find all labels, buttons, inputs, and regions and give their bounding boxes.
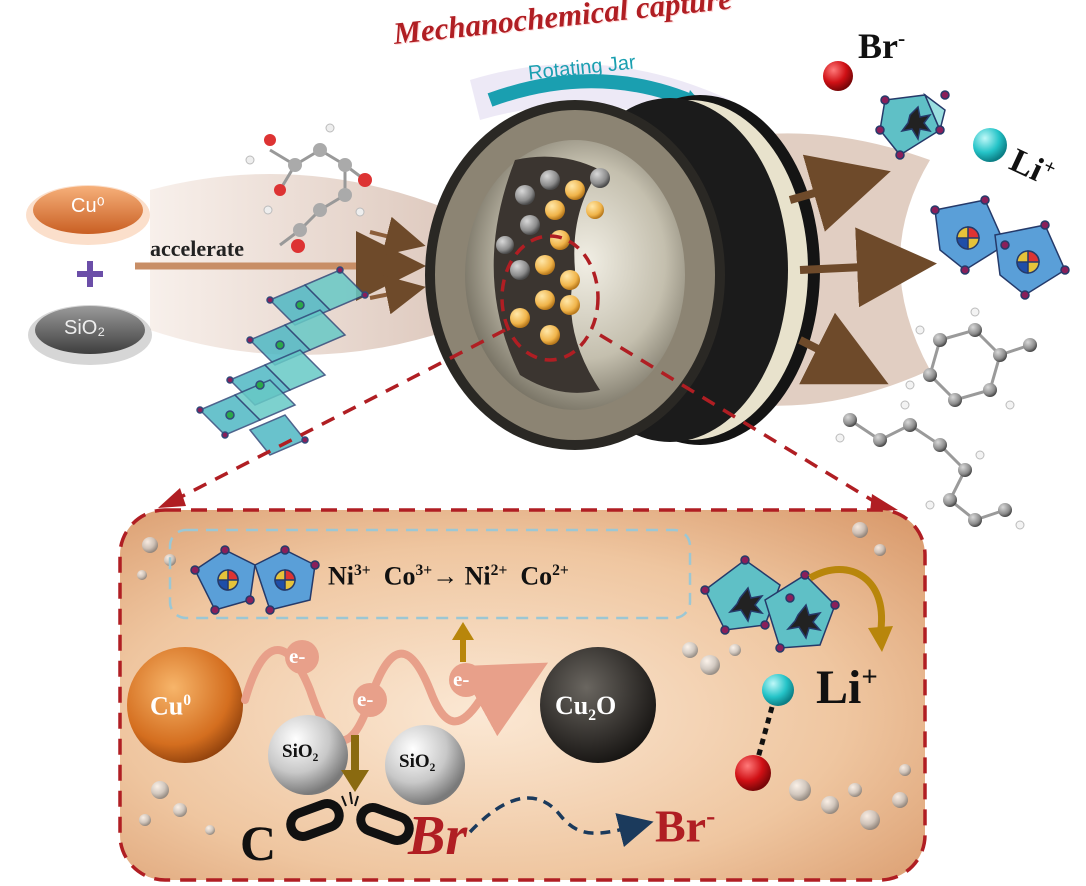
accelerate-label: accelerate xyxy=(150,236,245,261)
sio2-ball-2-label: SiO₂ xyxy=(399,751,436,772)
panel-bubbles xyxy=(137,522,911,835)
sio2-ball-2 xyxy=(385,725,465,805)
li-insertion-arrow xyxy=(808,566,885,636)
li-ion-ball xyxy=(973,128,1007,162)
cu2o-ball xyxy=(540,647,656,763)
cu-pill-label: Cu⁰ xyxy=(71,195,105,217)
electron-label-1: e- xyxy=(289,644,306,668)
sio2-pill-label: SiO₂ xyxy=(64,317,106,339)
li-ion-panel-ball xyxy=(762,674,794,706)
nco-octahedra-icon xyxy=(190,545,320,615)
zoom-line-right xyxy=(599,333,881,507)
cu0-label: Cu0 xyxy=(150,691,192,721)
zoom-circle xyxy=(500,234,600,362)
sio2-ball-1 xyxy=(268,715,348,795)
br-ion-panel-label: Br- xyxy=(655,800,716,852)
electron-2 xyxy=(353,683,387,717)
rotating-arrow-icon xyxy=(487,74,703,112)
bond-break-sparks xyxy=(341,791,359,807)
cu0-ball xyxy=(127,647,243,763)
zoom-arrowhead-left xyxy=(158,488,186,508)
aromatic-hydrocarbon-icon xyxy=(905,307,1037,410)
zoom-arrowhead-right xyxy=(870,494,898,512)
cu-pill xyxy=(26,185,150,245)
polymer-molecule-icon xyxy=(245,123,372,253)
plus-sign-icon xyxy=(77,261,103,287)
panel-delithiated-octahedra-icon xyxy=(700,555,840,653)
input-arrow-2 xyxy=(369,275,426,315)
bond-c-label: C xyxy=(240,815,277,871)
input-arrow-1 xyxy=(369,216,426,256)
cu2o-label: Cu2O xyxy=(555,691,617,725)
output-arrow-bottom xyxy=(798,312,889,385)
broken-bond-chain-icon xyxy=(286,799,414,845)
reaction-box xyxy=(168,528,692,620)
electron-label-3: e- xyxy=(453,667,470,691)
sio2-pill xyxy=(28,305,152,365)
sio2-ball-1-label: SiO₂ xyxy=(282,741,319,762)
br-ion-panel-ball xyxy=(735,755,771,791)
milling-balls xyxy=(496,168,610,345)
electron-up-arrowhead xyxy=(452,622,474,640)
output-arrow-top xyxy=(788,154,891,232)
ball-mill-jar xyxy=(425,64,820,450)
br-migration-arrow xyxy=(468,796,654,848)
sio2-down-arrowhead xyxy=(341,770,369,792)
output-arrow-mid xyxy=(799,227,937,308)
electron-label-2: e- xyxy=(357,687,374,711)
chain-hydrocarbon-icon xyxy=(835,400,1025,530)
li-br-ionic-bond xyxy=(755,706,775,759)
br-ion-ball xyxy=(823,61,853,91)
regenerated-oxide-icon xyxy=(930,195,1070,300)
zoom-line-left xyxy=(174,328,506,502)
layered-oxide-crystal-icon xyxy=(196,266,369,456)
electron-1 xyxy=(285,640,319,674)
electron-3 xyxy=(449,663,483,697)
reaction-equation: Ni3+ Co3+→ Ni2+ Co2+ xyxy=(328,561,569,591)
bond-br-label: Br xyxy=(408,805,468,867)
li-panel-label: Li+ xyxy=(816,661,878,714)
br-ion-label: Br- xyxy=(858,26,906,66)
li-insertion-arrowhead xyxy=(868,626,893,652)
delithiated-octahedron-icon xyxy=(875,90,950,160)
